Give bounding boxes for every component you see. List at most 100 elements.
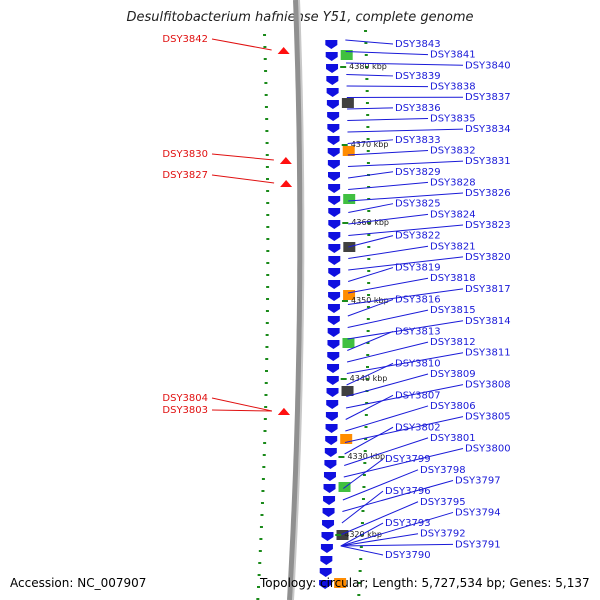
gene-label: DSY3790 [385,550,431,561]
gene-leader-line [347,330,394,351]
inner-tick [266,238,270,240]
gene-leader-line [347,118,429,121]
forward-cds-arrow [325,436,338,445]
forward-cds-arrow [326,100,339,109]
forward-cds-arrow [327,124,340,133]
outer-tick [364,30,368,32]
gene-leader-line [340,545,384,556]
forward-cds-arrow [324,460,337,469]
gene-leader-line [348,224,464,236]
gene-label: DSY3826 [465,188,511,199]
outer-tick [365,90,369,92]
gene-label: DSY3816 [395,295,441,306]
reverse-cds-arrow [279,157,292,164]
feature-block [342,146,355,156]
inner-tick [265,346,269,348]
gene-label: DSY3804 [162,393,208,404]
gene-label: DSY3822 [395,231,441,242]
gene-label: DSY3827 [162,170,208,181]
inner-tick [266,202,270,204]
gene-label: DSY3806 [430,401,476,412]
gene-label: DSY3838 [430,82,476,93]
reverse-cds-arrow [277,47,290,54]
forward-cds-arrow [327,316,340,325]
genome-summary: Topology: circular; Length: 5,727,534 bp… [260,576,590,590]
forward-cds-arrow [327,340,340,349]
forward-cds-arrow [328,244,341,253]
gene-leader-line [347,160,464,167]
inner-tick [265,310,269,312]
gene-leader-line [348,192,464,202]
inner-tick [264,406,268,408]
outer-tick [359,546,363,548]
inner-tick [261,478,265,480]
gene-leader-line [347,149,429,156]
outer-tick [365,402,369,404]
inner-tick [266,226,270,228]
gene-label: DSY3815 [430,305,476,316]
forward-cds-arrow [320,556,333,565]
gene-leader-line [347,299,394,317]
reverse-cds-arrow [277,408,290,415]
inner-tick [266,298,270,300]
scale-mark-label: 4320 kbp [344,530,382,539]
outer-tick [361,498,365,500]
gene-leader-line [348,203,394,213]
outer-tick [366,126,370,128]
gene-leader-line [344,426,394,455]
outer-tick [357,594,361,596]
gene-label: DSY3840 [465,60,511,71]
inner-tick [260,514,264,516]
gene-leader-line [346,352,464,374]
gene-label: DSY3814 [465,316,511,327]
gene-leader-line [347,171,394,179]
outer-tick [366,162,370,164]
inner-tick [259,538,263,540]
forward-cds-arrow [328,232,341,241]
outer-tick [367,234,371,236]
forward-cds-arrow [328,184,341,193]
scale-mark-label: 4330 kbp [347,452,385,461]
gene-leader-line [347,128,464,133]
inner-tick [264,106,268,108]
gene-leader-line [347,107,394,110]
gene-leader-line [348,267,394,282]
gene-leader-line [348,256,464,271]
outer-tick [367,198,371,200]
outer-tick [366,330,370,332]
inner-tick [266,262,270,264]
gene-label: DSY3803 [162,405,208,416]
inner-tick [266,250,270,252]
feature-block [340,434,353,444]
forward-cds-arrow [320,544,333,553]
gene-leader-line [345,39,394,45]
accession-text: Accession: NC_007907 [10,576,147,590]
outer-tick [358,570,362,572]
feature-block [341,98,354,108]
gene-leader-line [342,479,454,512]
inner-tick [265,358,269,360]
forward-cds-arrow [319,568,332,577]
gene-label: DSY3808 [465,380,511,391]
feature-block [343,194,356,204]
forward-cds-arrow [326,388,339,397]
forward-cds-arrow [328,292,341,301]
forward-cds-arrow [327,136,340,145]
gene-leader-line [347,320,464,340]
gene-leader-line [345,405,429,432]
feature-block [342,338,355,348]
scale-mark-label: 4350 kbp [351,296,389,305]
gene-label: DSY3818 [430,273,476,284]
gene-leader-line [347,139,394,144]
feature-block [334,578,347,588]
scale-mark-label: 4370 kbp [351,140,389,149]
gene-leader-line [211,153,274,161]
inner-tick [265,370,269,372]
gene-leader-line [341,490,384,524]
gene-label: DSY3837 [465,92,511,103]
gene-label: DSY3792 [420,529,466,540]
gene-label: DSY3839 [395,71,441,82]
gene-label: DSY3797 [455,475,501,486]
forward-cds-arrow [324,448,337,457]
reverse-cds-arrow [280,180,293,187]
